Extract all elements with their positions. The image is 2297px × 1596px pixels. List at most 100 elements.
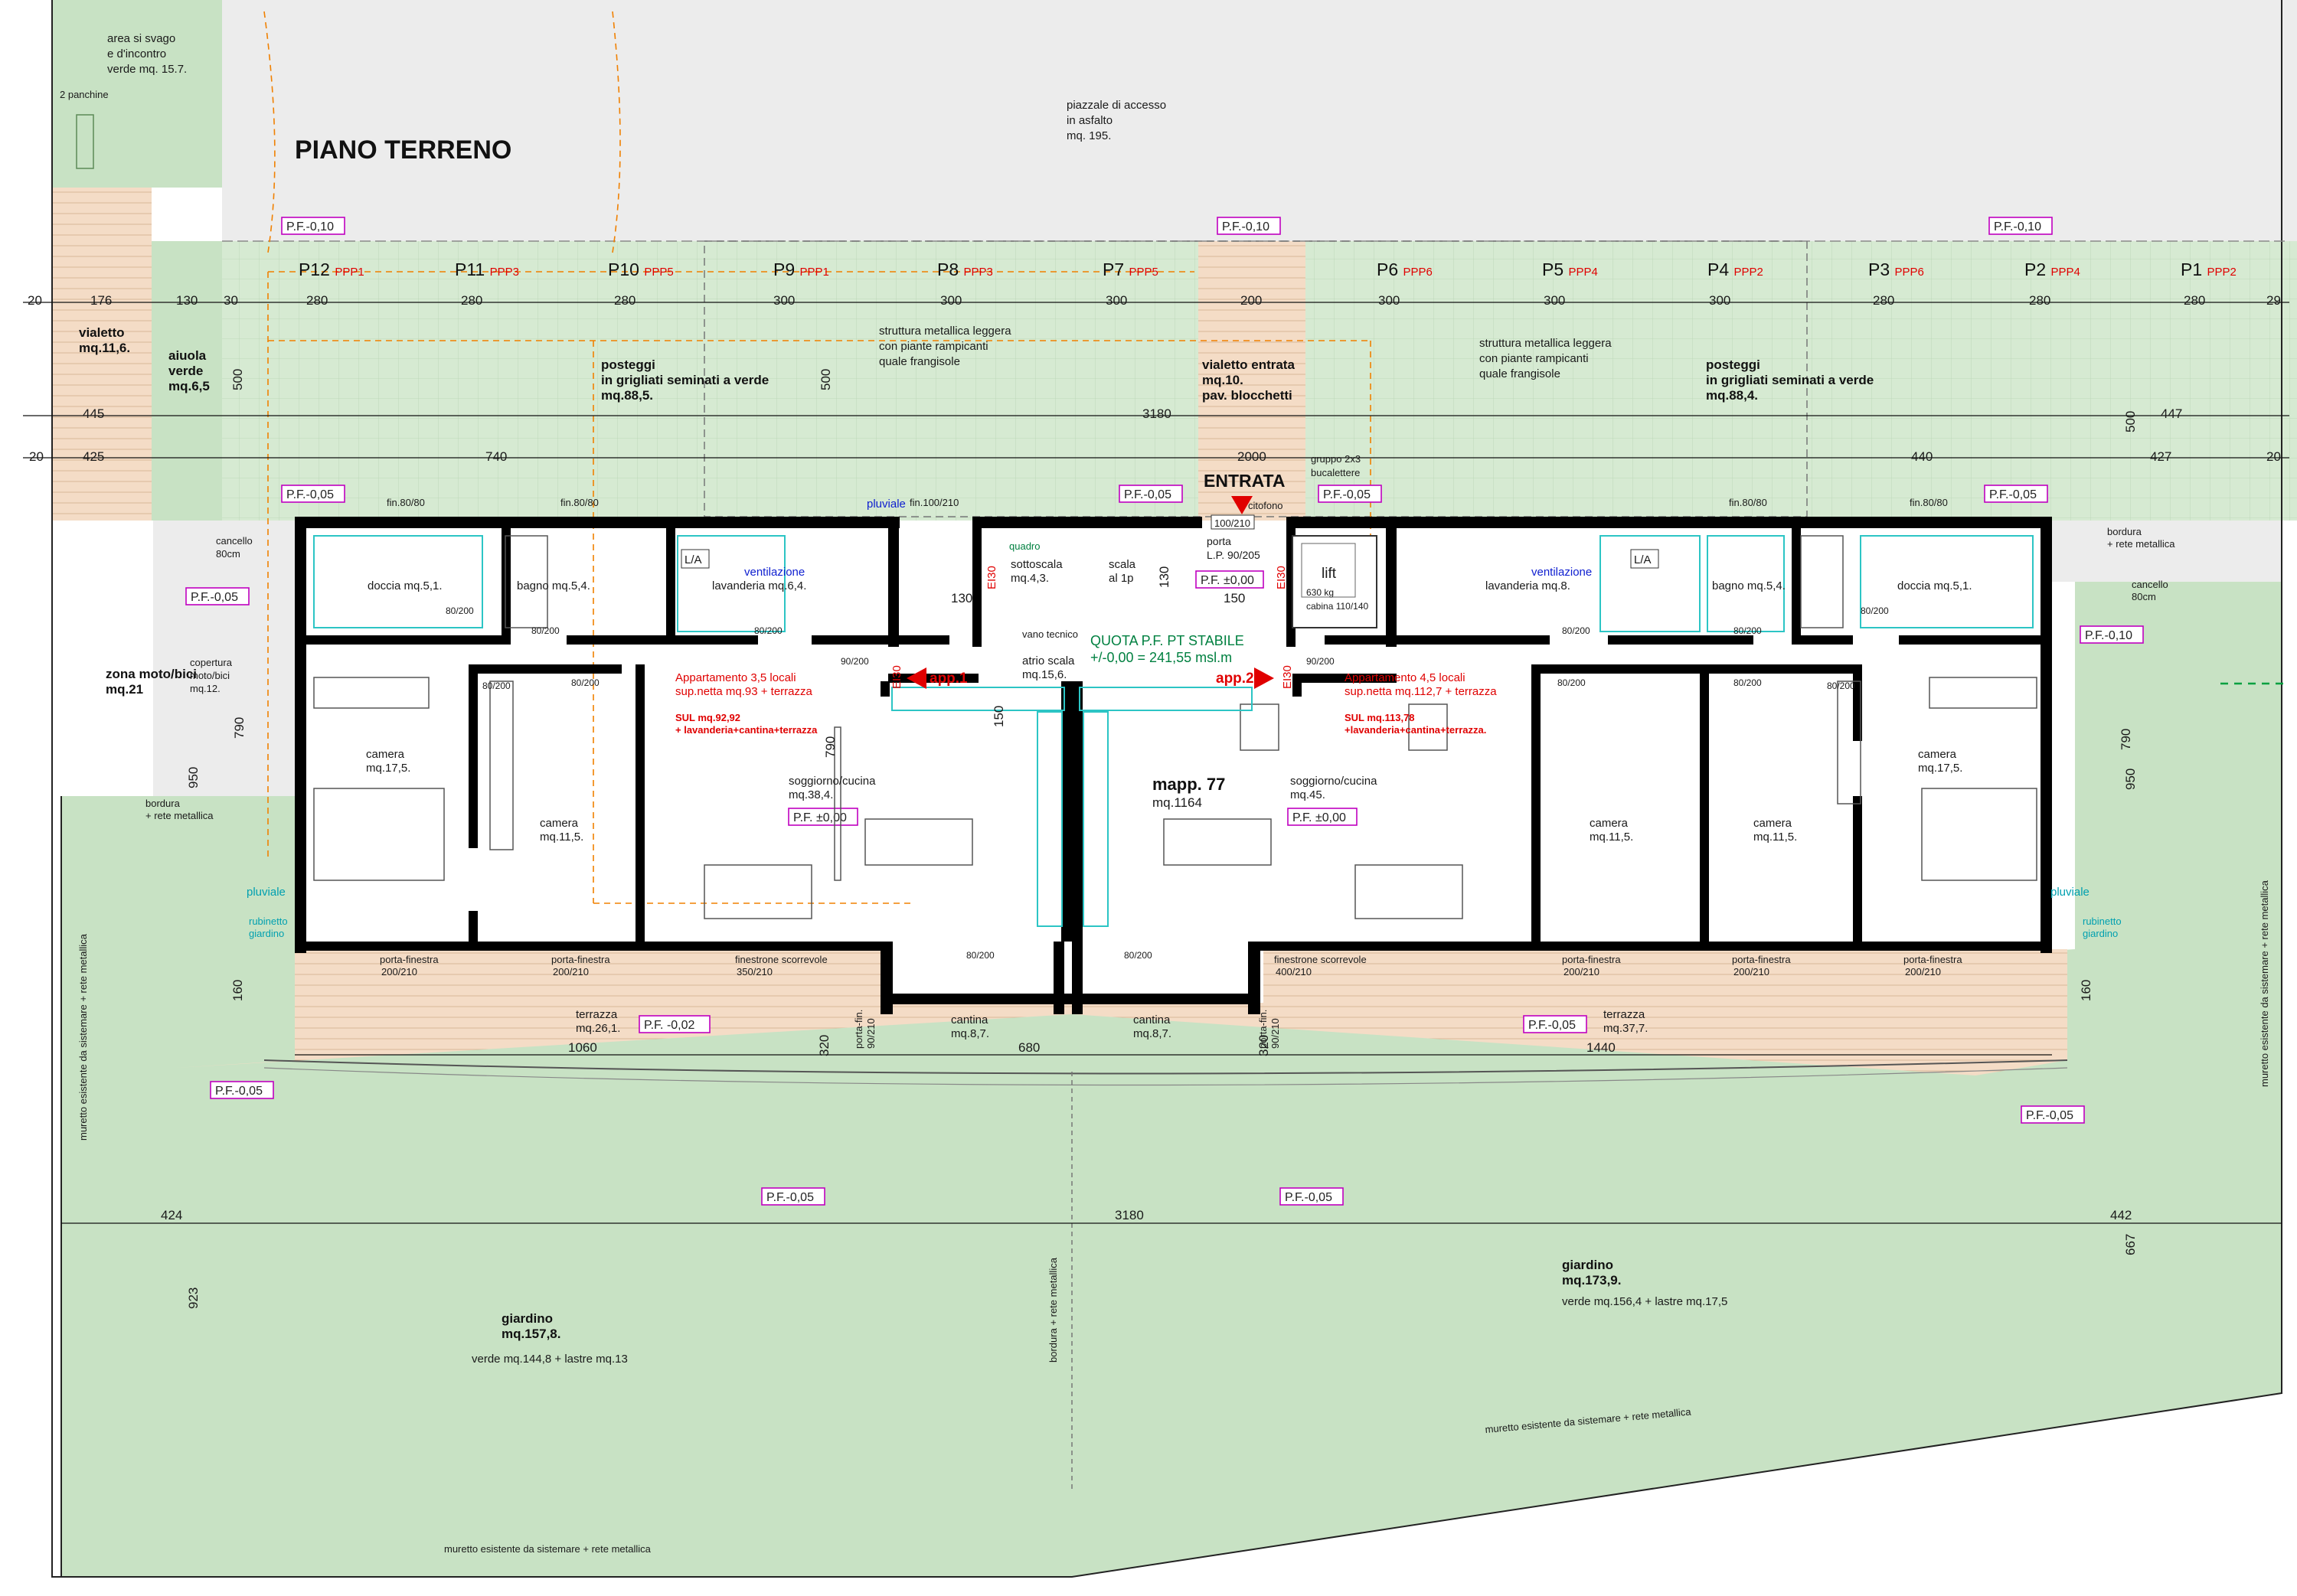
svg-text:P3 PPP6: P3 PPP6 (1868, 259, 1924, 279)
ei30-b: EI30 (1275, 566, 1288, 589)
svg-text:P.F.-0,05: P.F.-0,05 (215, 1085, 263, 1098)
svg-text:200/210: 200/210 (1905, 966, 1941, 978)
vialetto-entrata-1: vialetto entrata (1202, 357, 1295, 372)
kitchen-counters (313, 535, 2034, 927)
dim-740: 740 (485, 449, 507, 464)
window-label: fin.80/80 (560, 497, 599, 508)
svg-text:P.F.-0,05: P.F.-0,05 (1528, 1019, 1576, 1032)
door-labels: 80/200 80/200 80/200 90/200 80/200 80/20… (446, 605, 1889, 961)
giardino-r: giardino (1562, 1258, 1613, 1272)
level-box: P.F.-0,05 (1523, 1015, 1587, 1033)
svg-text:90/200: 90/200 (841, 656, 869, 667)
svg-text:280: 280 (1873, 293, 1894, 308)
bordura-l1: bordura (145, 798, 181, 809)
level-box: P.F. ±0,00 (1287, 808, 1358, 826)
struttura-r2: con piante rampicanti (1479, 352, 1589, 365)
dim-680: 680 (1018, 1040, 1040, 1055)
vialetto-label: vialetto (79, 325, 125, 340)
struttura-r3: quale frangisole (1479, 367, 1560, 380)
sul1-1: SUL mq.92,92 (675, 712, 740, 723)
giardino-l: giardino (502, 1311, 553, 1326)
svg-text:280: 280 (2184, 293, 2205, 308)
dim-20-r: 20 (2266, 449, 2281, 464)
svg-text:P.F.-0,10: P.F.-0,10 (1222, 220, 1269, 233)
svg-text:280: 280 (2029, 293, 2050, 308)
svg-text:400/210: 400/210 (1276, 966, 1312, 978)
mapp-area: mq.1164 (1152, 795, 1202, 810)
soggiorno-r: soggiorno/cucina (1290, 775, 1377, 788)
area-svago-line2: e d'incontro (107, 47, 166, 60)
bordura-vertical: bordura + rete metallica (1047, 1257, 1059, 1363)
svg-text:porta-finestra: porta-finestra (380, 954, 439, 965)
aiuola-label2: verde (168, 364, 203, 378)
dashed-lines (263, 11, 1371, 904)
bordura-l2: + rete metallica (145, 810, 214, 821)
dim-3180-bottom: 3180 (1115, 1208, 1144, 1222)
lift-shaft (1292, 535, 1377, 628)
panchine-label: 2 panchine (60, 89, 109, 100)
scala-1: scala (1109, 558, 1136, 571)
struttura-l2: con piante rampicanti (879, 340, 988, 353)
app1-label: app.1 (930, 671, 968, 687)
level-box: P.F.-0,10 (281, 217, 345, 235)
dim-923: 923 (186, 1288, 201, 1309)
camera-r2: camera (1753, 817, 1792, 830)
level-box: P.F.-0,10 (1988, 217, 2053, 235)
porta-fin-r1: porta-fin. (1257, 1010, 1269, 1049)
svg-text:200/210: 200/210 (1563, 966, 1599, 978)
svg-text:80/200: 80/200 (1861, 605, 1889, 616)
bordura-r2: + rete metallica (2107, 538, 2175, 550)
apt2-area: sup.netta mq.112,7 + terrazza (1345, 685, 1497, 698)
svg-text:90/200: 90/200 (1306, 656, 1335, 667)
svg-text:porta-finestra: porta-finestra (1903, 954, 1962, 965)
svg-text:80/200: 80/200 (1557, 677, 1586, 688)
apt2-title: Appartamento 4,5 locali (1345, 671, 1465, 684)
struttura-l3: quale frangisole (879, 355, 960, 368)
svg-text:P.F. -0,02: P.F. -0,02 (644, 1019, 695, 1032)
svg-text:finestrone scorrevole: finestrone scorrevole (1274, 954, 1367, 965)
sul2-2: +lavanderia+cantina+terrazza. (1345, 724, 1486, 736)
svg-text:80/200: 80/200 (1733, 677, 1762, 688)
piazzale-line1: piazzale di accesso (1067, 99, 1166, 112)
aiuola-area: mq.6,5 (168, 379, 210, 393)
vialetto-entrata-path (1198, 241, 1305, 524)
svg-text:P.F.-0,05: P.F.-0,05 (1285, 1191, 1332, 1204)
dim-320-r: 320 (1256, 1035, 1271, 1056)
posteggi-l2: in grigliati seminati a verde (601, 373, 769, 387)
vialetto-path (52, 188, 152, 521)
svg-text:80/200: 80/200 (754, 625, 783, 636)
camera-l2: camera (540, 817, 579, 830)
svg-text:P4 PPP2: P4 PPP2 (1707, 259, 1763, 279)
posteggi-r3: mq.88,4. (1706, 388, 1758, 403)
level-box: P.F.-0,05 (1119, 485, 1183, 503)
entrance-label: ENTRATA (1204, 471, 1285, 491)
porta-lp-2: L.P. 90/205 (1207, 549, 1260, 561)
svg-text:P.F.-0,05: P.F.-0,05 (2026, 1109, 2073, 1122)
cancello-r1: cancello (2132, 579, 2168, 590)
svg-text:P.F.-0,05: P.F.-0,05 (286, 488, 334, 501)
level-box: P.F. ±0,00 (1195, 570, 1264, 589)
svg-text:P1 PPP2: P1 PPP2 (2181, 259, 2237, 279)
svg-text:P10 PPP5: P10 PPP5 (608, 259, 674, 279)
svg-text:80/200: 80/200 (531, 625, 560, 636)
camera-l1: camera (366, 748, 405, 761)
zona-moto: zona moto/bici (106, 667, 197, 681)
terrazza-r-area: mq.37,7. (1603, 1022, 1648, 1035)
struttura-l1: struttura metallica leggera (879, 325, 1011, 338)
level-box: P.F. ±0,00 (788, 808, 858, 826)
la-box (681, 549, 710, 569)
cancello-l1: cancello (216, 535, 253, 547)
copertura-2: moto/bici (190, 670, 230, 681)
pergola-outline (704, 240, 1808, 517)
bordura-r1: bordura (2107, 526, 2142, 537)
lift-cabin: cabina 110/140 (1306, 601, 1369, 612)
la-label-l: L/A (685, 553, 702, 566)
porta-lp-1: porta (1207, 535, 1231, 547)
sul2-1: SUL mq.113,78 (1345, 712, 1415, 723)
cantina-r-area: mq.8,7. (1133, 1027, 1171, 1040)
mapp-label: mapp. 77 (1152, 775, 1225, 794)
svg-text:P9 PPP1: P9 PPP1 (773, 259, 829, 279)
camera-l1-area: mq.17,5. (366, 762, 410, 775)
camera-r1: camera (1590, 817, 1629, 830)
level-box: P.F.-0,05 (2021, 1105, 2085, 1124)
